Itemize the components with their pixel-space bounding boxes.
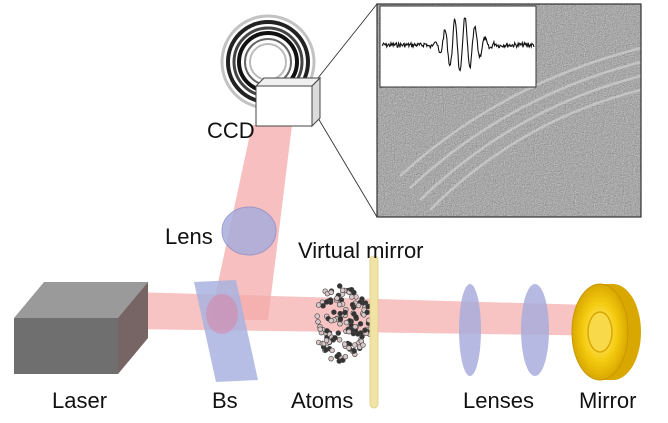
- atom: [364, 309, 370, 315]
- atom: [349, 294, 355, 300]
- atom: [324, 328, 330, 334]
- label-ccd: CCD: [207, 118, 255, 143]
- label-laser: Laser: [52, 388, 108, 413]
- atom: [331, 309, 337, 315]
- atom: [352, 342, 358, 348]
- label-lenses: Lenses: [463, 388, 534, 413]
- atom: [359, 334, 365, 340]
- atom: [342, 309, 348, 316]
- signal-inset: [379, 5, 537, 88]
- atom: [346, 329, 352, 335]
- zoom-line-top: [317, 3, 378, 79]
- atom: [335, 330, 341, 336]
- atom: [336, 337, 343, 343]
- atom: [328, 356, 334, 362]
- lens-upper: [221, 206, 277, 256]
- atom: [332, 335, 338, 341]
- atom: [337, 283, 343, 289]
- atom: [343, 319, 350, 326]
- atom: [328, 289, 334, 295]
- fringe-arcs: [399, 46, 642, 211]
- atom: [315, 302, 322, 308]
- atom: [360, 342, 366, 348]
- atom: [351, 348, 357, 354]
- end-mirror: [571, 283, 641, 381]
- label-mirror: Mirror: [579, 388, 637, 413]
- atom: [323, 337, 330, 344]
- label-atoms: Atoms: [291, 388, 354, 413]
- atom-cloud: [314, 283, 375, 364]
- atom: [342, 354, 349, 360]
- lens-b: [521, 284, 549, 376]
- atom: [342, 341, 348, 347]
- atom: [337, 310, 343, 317]
- atom: [340, 287, 346, 293]
- atom: [349, 302, 356, 308]
- atom: [346, 345, 352, 351]
- atom: [328, 318, 334, 324]
- atom: [362, 327, 368, 333]
- beam-splitter: [194, 280, 258, 382]
- atom: [348, 287, 355, 293]
- atom: [315, 319, 321, 325]
- atom: [317, 326, 323, 332]
- label-lens: Lens: [165, 224, 213, 249]
- ccd-detector: [254, 76, 322, 128]
- atom: [355, 302, 362, 309]
- atom: [334, 295, 340, 301]
- atom: [353, 314, 359, 320]
- signal-trace: [381, 17, 535, 72]
- virtual-mirror: [369, 255, 379, 409]
- atom: [329, 347, 335, 354]
- atom: [323, 299, 330, 305]
- atom: [337, 316, 344, 322]
- zoom-line-bottom: [317, 117, 378, 218]
- atom: [334, 353, 340, 360]
- laser-source: [14, 282, 148, 374]
- atom: [314, 313, 320, 319]
- atom: [320, 303, 326, 309]
- label-bs: Bs: [212, 388, 238, 413]
- label-virtual-mirror: Virtual mirror: [298, 238, 424, 263]
- atom: [336, 358, 342, 364]
- atom: [352, 324, 358, 330]
- atom: [323, 347, 329, 353]
- atom: [336, 302, 343, 308]
- lens-a: [459, 284, 481, 376]
- atom: [357, 321, 364, 327]
